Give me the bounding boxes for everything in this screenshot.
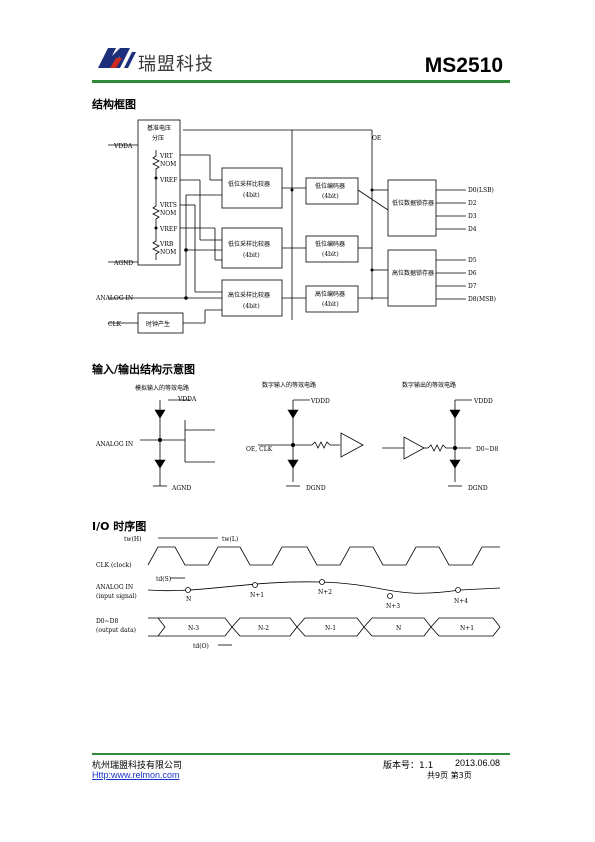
ref-label-nom-3: NOM (160, 249, 176, 256)
encoder-3-label: 高位编码器 (315, 290, 345, 298)
io-title-digital-in: 数字输入的等效电路 (262, 381, 316, 389)
io-din-oe-clk: OE, CLK (246, 446, 273, 453)
latch-low-label: 低位数据锁存器 (392, 199, 434, 207)
section-title-io-structure: 输入/输出结构示意图 (92, 363, 196, 376)
timing-dout-sub: (output data) (96, 627, 136, 634)
output-d2: D2 (468, 200, 477, 207)
vdda-pin-label: VDDA (113, 143, 133, 150)
timing-data-n-3: N-3 (188, 625, 199, 632)
encoder-3-sub: (4bit) (322, 301, 339, 308)
comparator-1-sub: (4bit) (243, 192, 260, 199)
ref-box-subtitle: 分压 (152, 134, 164, 142)
comparator-3-label: 高位采样比较器 (228, 291, 270, 299)
footer-version: 版本号：1.1 (383, 761, 434, 771)
timing-tw-low: tw(L) (222, 536, 238, 543)
ref-label-vrts: VRTS (159, 202, 177, 209)
output-d8: D8(MSB) (468, 296, 496, 303)
header-rule (92, 80, 510, 83)
encoder-1-label: 低位编码器 (315, 182, 345, 190)
ref-label-vrt: VRT (159, 153, 173, 160)
comparator-3-sub: (4bit) (243, 303, 260, 310)
ref-label-nom-1: NOM (160, 161, 176, 168)
comparator-2-label: 低位采样比较器 (228, 240, 270, 248)
ref-node-2: VREF (159, 226, 177, 233)
io-title-analog: 模拟输入的等效电路 (135, 384, 189, 392)
encoder-1-sub: (4bit) (322, 193, 339, 200)
timing-tdo: td(O) (193, 643, 209, 650)
io-dout-d0-d8: D0~D8 (476, 446, 498, 453)
output-d0: D0(LSB) (468, 187, 494, 194)
io-analog-in: ANALOG IN (95, 441, 133, 448)
section-title-block-diagram: 结构框图 (92, 98, 136, 111)
footer-page-number: 共9页 第3页 (427, 771, 472, 780)
company-logo (98, 48, 136, 68)
timing-sample-n1: N+1 (250, 592, 264, 599)
ref-label-vrb: VRB (159, 241, 174, 248)
ref-label-nom-2: NOM (160, 210, 176, 217)
timing-tw-high: tw(H) (124, 536, 141, 543)
output-d4: D4 (468, 226, 477, 233)
footer-rule (92, 753, 510, 755)
output-d5: D5 (468, 257, 477, 264)
footer-company: 杭州瑞盟科技有限公司 (92, 761, 183, 771)
output-d3: D3 (468, 213, 477, 220)
timing-tds: td(S) (156, 576, 171, 583)
io-dout-vddd: VDDD (473, 398, 493, 405)
latch-high-label: 高位数据锁存器 (392, 269, 434, 277)
footer-website-link[interactable]: Http:www.relmon.com (92, 770, 180, 780)
agnd-pin-label: AGND (113, 260, 133, 267)
company-name: 瑞盟科技 (138, 54, 214, 75)
clock-gen-label: 时钟产生 (146, 320, 170, 328)
encoder-2-sub: (4bit) (322, 251, 339, 258)
analog-in-pin-label: ANALOG IN (95, 295, 133, 302)
timing-data-n: N (396, 625, 401, 632)
oe-pin-label: OE (372, 135, 381, 142)
comparator-1-label: 低位采样比较器 (228, 180, 270, 188)
io-title-digital-out: 数字输出的等效电路 (402, 381, 456, 389)
clk-pin-label: CLK (108, 321, 122, 328)
io-din-vddd: VDDD (310, 398, 330, 405)
timing-analog-sub: (input signal) (96, 593, 137, 600)
io-analog-agnd: AGND (171, 485, 191, 492)
timing-sample-n3: N+3 (386, 603, 400, 610)
timing-sample-n2: N+2 (318, 589, 332, 596)
ref-node-1: VREF (159, 177, 177, 184)
io-din-dgnd: DGND (306, 485, 326, 492)
timing-clk-label: CLK (clock) (96, 562, 132, 569)
model-number: MS2510 (424, 54, 503, 77)
comparator-2-sub: (4bit) (243, 252, 260, 259)
timing-sample-n4: N+4 (454, 598, 468, 605)
ref-box-title: 基准电压 (147, 124, 171, 132)
section-title-io-timing: I/O 时序图 (92, 520, 147, 533)
timing-data-n-2: N-2 (258, 625, 269, 632)
footer-date: 2013.06.08 (455, 758, 501, 768)
timing-sample-n: N (186, 596, 191, 603)
output-d6: D6 (468, 270, 477, 277)
timing-dout-label: D0~D8 (96, 618, 118, 625)
timing-data-n-1: N-1 (325, 625, 336, 632)
timing-analog-label: ANALOG IN (95, 584, 133, 591)
output-d7: D7 (468, 283, 477, 290)
encoder-2-label: 低位编码器 (315, 240, 345, 248)
timing-data-n1: N+1 (460, 625, 474, 632)
io-analog-vdda: VDDA (177, 396, 197, 403)
io-dout-dgnd: DGND (468, 485, 488, 492)
